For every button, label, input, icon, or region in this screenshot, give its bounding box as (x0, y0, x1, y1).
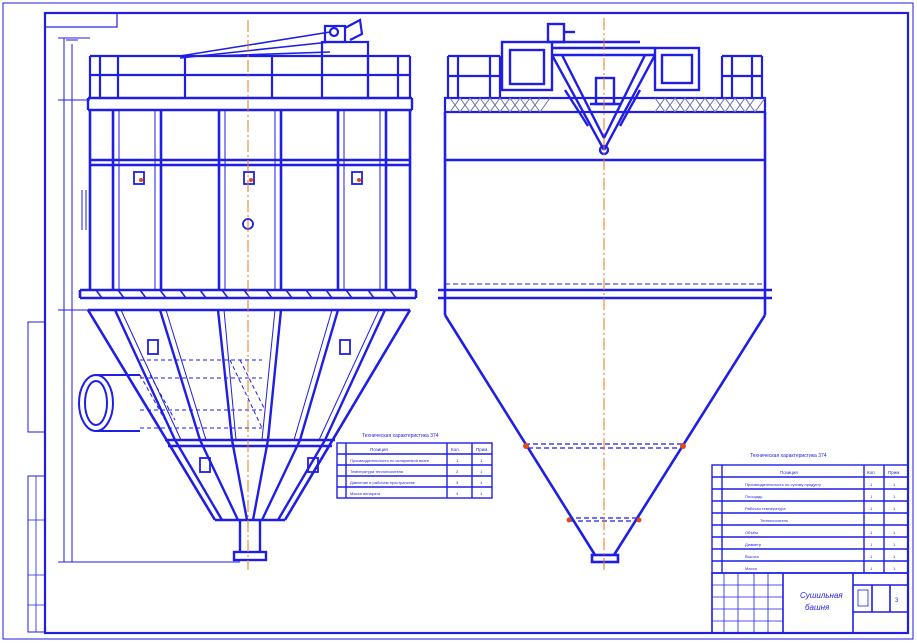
large-table-row-2-qty: 1 (870, 506, 873, 511)
large-table-row-7: Масса (745, 566, 758, 571)
small-table-row-0-note: 1 (480, 458, 483, 463)
small-table-row-0-qty: 1 (456, 458, 459, 463)
large-table-row-3: Теплоноситель (760, 518, 788, 523)
cone-section-markers (523, 443, 686, 523)
small-table-row-2-note: 1 (480, 480, 483, 485)
large-table-header-2: Прим. (888, 470, 901, 475)
spec-table-small: Техническая характеристика 374 Позиция К… (336, 433, 493, 499)
inlet-duct (78, 374, 140, 432)
drawing-title-line2: башня (805, 603, 830, 612)
small-table-row-1: Температура теплоносителя (350, 469, 403, 474)
spec-table-large: Техническая характеристика 374 Позиция К… (711, 453, 909, 574)
insulated-roof (443, 96, 767, 114)
large-table-row-5: Диаметр (745, 542, 762, 547)
large-table-row-4-qty: 1 (870, 530, 873, 535)
cone-brackets (147, 339, 351, 473)
large-table-row-4: Объём (745, 530, 758, 535)
title-block: Сушильная башня 3 (711, 572, 909, 634)
large-table-row-0: Производительность по сухому продукту (745, 482, 821, 487)
right-section-view (438, 18, 772, 570)
small-table-header-0: Позиция (370, 447, 388, 452)
cone-outlet (232, 520, 268, 562)
cylinder-frame (88, 110, 412, 290)
small-table-row-3: Масса аппарата (350, 491, 381, 496)
cone-lower-ring (165, 438, 335, 448)
small-table-row-2: Давление в рабочем пространстве (350, 480, 416, 485)
small-table-row-3-qty: 4 (456, 491, 459, 496)
dimension-chain (58, 37, 240, 563)
ring-gussets (95, 289, 397, 299)
large-table-row-4-note: 1 (893, 530, 896, 535)
small-table-row-3-note: 1 (480, 491, 483, 496)
large-table-row-0-qty: 1 (870, 482, 873, 487)
right-cone (443, 298, 767, 564)
inlet-duct-hidden (139, 359, 266, 429)
platform-deck (86, 96, 414, 112)
cone-legs (113, 309, 387, 521)
bracket-markers (139, 178, 361, 182)
right-cylinder (438, 112, 772, 300)
small-table-row-0: Производительность по испаряемой влаге (350, 458, 430, 463)
large-table-row-7-qty: 1 (870, 566, 873, 571)
top-housing (500, 22, 701, 92)
drawing-title-line1: Сушильная (800, 591, 843, 600)
small-table-row-2-qty: 3 (456, 480, 459, 485)
small-table-row-1-qty: 2 (456, 469, 459, 474)
large-table-row-0-note: 1 (893, 482, 896, 487)
top-handrail (88, 54, 412, 98)
atomizer-cone (550, 53, 657, 156)
large-table-row-6-note: 1 (893, 554, 896, 559)
right-handrails (446, 54, 764, 98)
large-table-row-2: Рабочая температура (745, 506, 786, 511)
large-table-caption: Техническая характеристика 374 (750, 453, 827, 459)
frame-thin-lines (81, 110, 381, 290)
large-table-row-5-qty: 1 (870, 542, 873, 547)
small-table-row-1-note: 1 (480, 469, 483, 474)
large-table-header-0: Позиция (780, 470, 798, 475)
top-inclined-beam (179, 31, 331, 59)
sheet-number: 3 (895, 598, 899, 604)
small-table-header-2: Прим. (476, 447, 489, 452)
large-table-row-5-note: 1 (893, 542, 896, 547)
large-table-row-7-note: 1 (893, 566, 896, 571)
large-table-row-6: Высота (745, 554, 760, 559)
small-table-header-1: Кол. (451, 447, 460, 452)
large-table-header-1: Кол. (867, 470, 876, 475)
large-table-row-1-note: 1 (893, 494, 896, 499)
large-table-row-1-qty: 1 (870, 494, 873, 499)
cone-shell (86, 308, 412, 522)
small-table-caption: Техническая характеристика 374 (362, 433, 439, 439)
cone-thin-legs (120, 309, 380, 441)
large-table-row-2-note: 1 (893, 506, 896, 511)
large-table-row-6-qty: 1 (870, 554, 873, 559)
roof-hatch (449, 97, 766, 113)
large-table-row-1: Площадь (745, 494, 762, 499)
left-elevation-view (58, 18, 418, 570)
